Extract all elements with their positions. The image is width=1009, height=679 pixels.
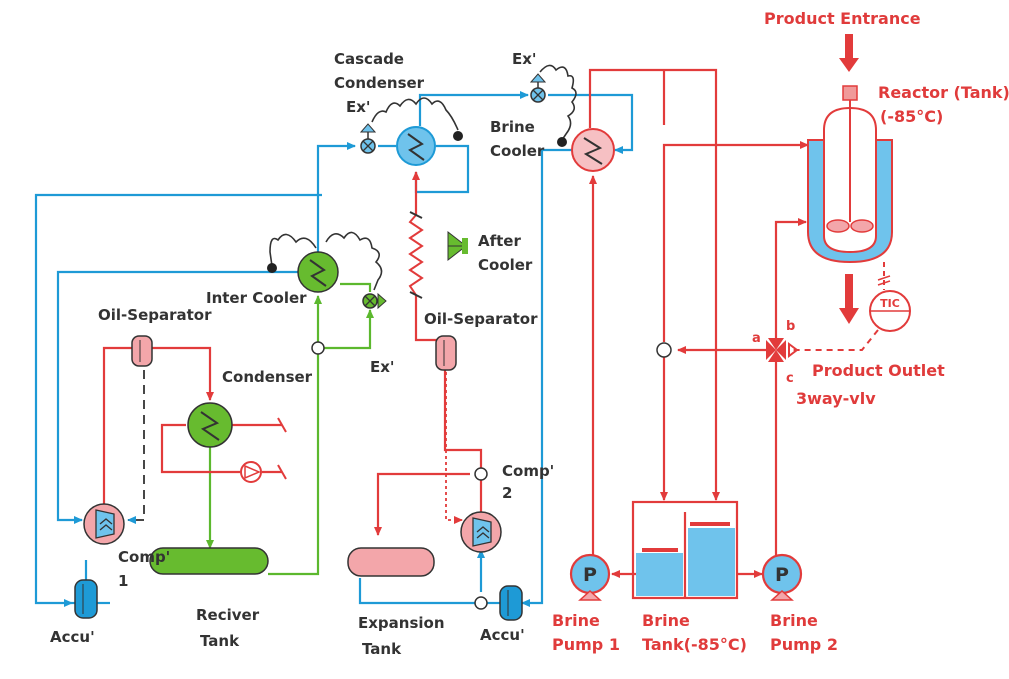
brine-pump-2[interactable]: P bbox=[761, 553, 803, 601]
cascade-condenser bbox=[396, 126, 436, 166]
label-three-way-valve: 3way-vlv bbox=[796, 389, 876, 408]
expansion-valve-cascade[interactable] bbox=[359, 123, 377, 154]
label-comp1-a: Comp' bbox=[118, 548, 170, 566]
label-ex-cascade: Ex' bbox=[346, 98, 371, 116]
accumulator-left bbox=[74, 579, 98, 619]
label-expansion-2: Tank bbox=[362, 640, 402, 658]
oil-separator-right bbox=[435, 335, 463, 524]
pump1-letter: P bbox=[583, 564, 597, 586]
label-ex-brine: Ex' bbox=[512, 50, 537, 68]
blue-piping bbox=[34, 91, 634, 607]
label-reactor-1: Reactor (Tank) bbox=[878, 83, 1009, 102]
label-brine-tank-1: Brine bbox=[642, 611, 690, 630]
label-comp2-b: 2 bbox=[502, 484, 512, 502]
label-receiver-1: Reciver bbox=[196, 606, 260, 624]
green-piping bbox=[206, 282, 374, 576]
tic-label: TIC bbox=[880, 297, 900, 310]
label-oil-sep-right: Oil-Separator bbox=[424, 310, 538, 328]
brine-pump-1[interactable]: P bbox=[569, 553, 611, 601]
expansion-valve-inter[interactable] bbox=[362, 292, 387, 310]
label-receiver-2: Tank bbox=[200, 632, 240, 650]
label-comp2-a: Comp' bbox=[502, 462, 554, 480]
label-after-cooler-2: Cooler bbox=[478, 256, 533, 274]
expansion-valve-brine[interactable] bbox=[529, 73, 547, 103]
inter-cooler bbox=[297, 251, 339, 293]
condenser bbox=[187, 402, 233, 448]
label-condenser: Condenser bbox=[222, 368, 313, 386]
reactor-tank bbox=[807, 85, 893, 264]
label-brine-pump1-1: Brine bbox=[552, 611, 600, 630]
label-oil-sep-left: Oil-Separator bbox=[98, 306, 212, 324]
tic-instrument: TIC bbox=[792, 262, 911, 351]
label-cascade-2: Condenser bbox=[334, 74, 425, 92]
label-inter-cooler: Inter Cooler bbox=[206, 289, 307, 307]
compressor-1 bbox=[83, 503, 125, 545]
sensing-bulbs bbox=[267, 131, 567, 273]
junctions bbox=[311, 341, 672, 610]
oil-separator-left bbox=[127, 335, 153, 524]
expansion-tank bbox=[347, 547, 435, 577]
label-after-cooler-1: After bbox=[478, 232, 521, 250]
label-brine-cooler-2: Cooler bbox=[490, 142, 545, 160]
red-piping bbox=[102, 68, 809, 600]
brine-tank bbox=[636, 522, 735, 596]
brine-cooler bbox=[571, 128, 615, 172]
label-brine-cooler-1: Brine bbox=[490, 118, 535, 136]
label-valve-a: a bbox=[752, 331, 761, 346]
compressor-2 bbox=[460, 511, 502, 553]
label-valve-b: b bbox=[786, 319, 795, 334]
label-brine-pump2-1: Brine bbox=[770, 611, 818, 630]
sensing-capillaries bbox=[269, 64, 577, 291]
label-product-entrance: Product Entrance bbox=[764, 9, 921, 28]
accumulator-right bbox=[499, 585, 523, 621]
labels: Cascade Condenser Ex' Ex' Brine Cooler A… bbox=[50, 9, 1009, 658]
label-comp1-b: 1 bbox=[118, 572, 128, 590]
receiver-tank bbox=[149, 547, 269, 575]
label-ex-inter: Ex' bbox=[370, 358, 395, 376]
cooling-water-pump bbox=[240, 417, 287, 483]
after-cooler bbox=[408, 211, 468, 299]
label-accu-left: Accu' bbox=[50, 628, 95, 646]
label-brine-pump1-2: Pump 1 bbox=[552, 635, 620, 654]
label-brine-tank-2: Tank(-85°C) bbox=[642, 635, 747, 654]
label-brine-pump2-2: Pump 2 bbox=[770, 635, 838, 654]
product-arrows bbox=[839, 34, 859, 324]
label-expansion-1: Expansion bbox=[358, 614, 445, 632]
label-valve-c: c bbox=[786, 371, 794, 386]
label-product-outlet: Product Outlet bbox=[812, 361, 945, 380]
label-cascade-1: Cascade bbox=[334, 50, 404, 68]
pump2-letter: P bbox=[775, 564, 789, 586]
label-accu-right: Accu' bbox=[480, 626, 525, 644]
three-way-valve[interactable] bbox=[766, 338, 799, 362]
label-reactor-2: (-85°C) bbox=[880, 107, 943, 126]
